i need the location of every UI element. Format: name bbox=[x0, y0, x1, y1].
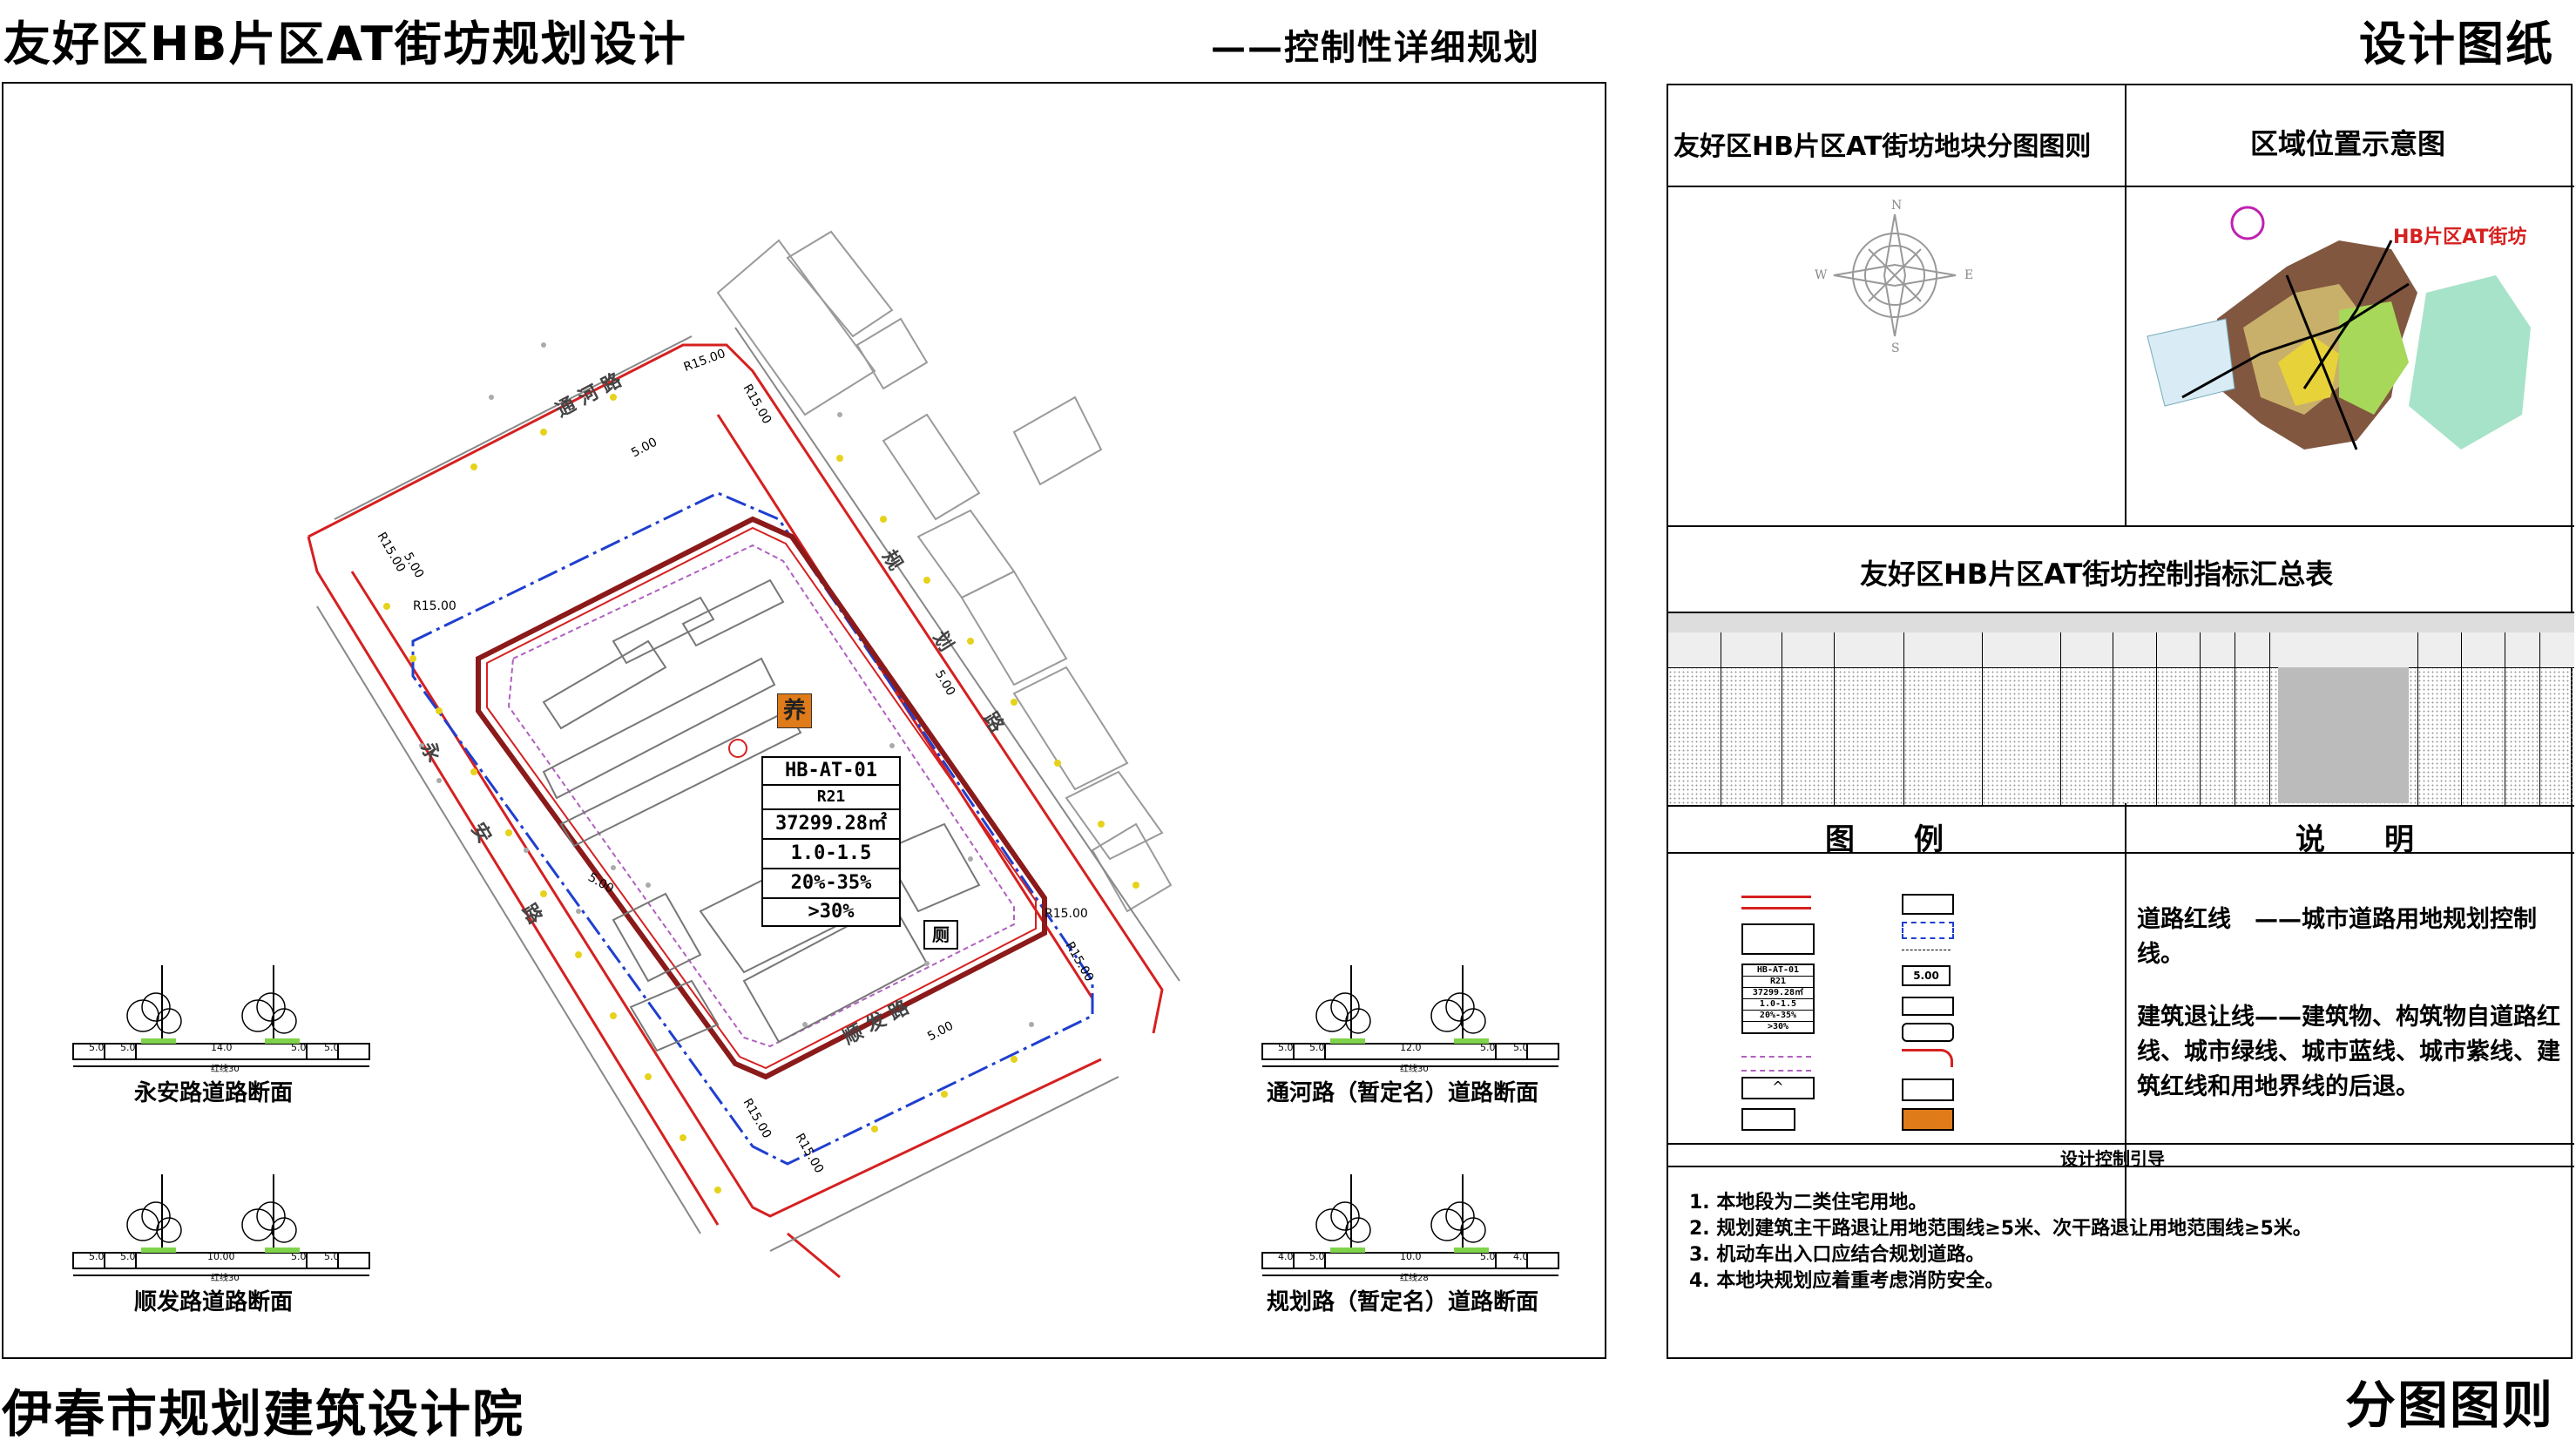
legend-toilet-icon bbox=[1741, 1108, 1795, 1131]
setback-line bbox=[411, 491, 1094, 1166]
section-dim: 5.0 bbox=[1480, 1042, 1496, 1053]
side-panel: 友好区HB片区AT街坊地块分图图则 区域位置示意图 N S E W HB片区AT… bbox=[1667, 84, 2574, 1359]
section-title: 顺发路道路断面 bbox=[134, 1289, 294, 1315]
section-dim: 4.0 bbox=[1278, 1251, 1294, 1262]
section-title: 永安路道路断面 bbox=[134, 1080, 294, 1106]
section-total: 红线28 bbox=[1400, 1274, 1429, 1283]
surrounding-buildings bbox=[716, 230, 1173, 913]
legend-entrance-icon: ^ bbox=[1741, 1077, 1815, 1099]
legend-setback-icon bbox=[1902, 922, 1954, 939]
parcel-green-ratio: >30% bbox=[808, 901, 855, 923]
compass-e: E bbox=[1964, 268, 1973, 282]
compass-icon: N S E W bbox=[1815, 199, 1973, 354]
legend-building-icon bbox=[1902, 894, 1954, 915]
section-dim: 5.0 bbox=[1513, 1042, 1529, 1053]
sheet-name: 分图图则 bbox=[2345, 1376, 2555, 1435]
site-plan bbox=[307, 230, 1180, 1279]
guide-item: 2. 规划建筑主干路退让用地范围线≥5米、次干路退让用地范围线≥5米。 bbox=[1689, 1218, 2312, 1240]
section-dim: 5.0 bbox=[89, 1251, 105, 1262]
section-total: 红线30 bbox=[211, 1274, 240, 1283]
explanation-setback: 建筑退让线——建筑物、构筑物自道路红线、城市绿线、城市蓝线、城市紫线、建筑红线和… bbox=[2137, 1004, 2560, 1100]
explain-title: 说 明 bbox=[2295, 822, 2414, 857]
legend-rounded-icon bbox=[1902, 1023, 1954, 1042]
section-shunfa-diagram bbox=[72, 1174, 370, 1276]
legend-parcel-landuse: R21 bbox=[1743, 977, 1813, 988]
legend-parcel-code: HB-AT-01 bbox=[1743, 965, 1813, 977]
parcel-landuse: R21 bbox=[763, 786, 899, 810]
legend-parcel-green: >30% bbox=[1767, 1022, 1789, 1031]
sheet-type: 设计图纸 bbox=[2359, 17, 2554, 71]
section-dim: 5.0 bbox=[120, 1042, 136, 1053]
drawing-subtitle: ——控制性详细规划 bbox=[1211, 28, 1540, 68]
section-planned-diagram bbox=[1261, 1174, 1559, 1276]
summary-table bbox=[1668, 612, 2574, 807]
section-title: 规划路（暂定名）道路断面 bbox=[1267, 1289, 1539, 1315]
section-dim: 5.0 bbox=[1309, 1251, 1325, 1262]
legend-elderly-icon bbox=[1902, 1108, 1954, 1131]
legend-parcel-density: 20%-35% bbox=[1743, 1011, 1813, 1022]
radius-label: R15.00 bbox=[1045, 907, 1088, 921]
section-dim: 5.0 bbox=[89, 1042, 105, 1053]
section-dim: 4.0 bbox=[1513, 1251, 1529, 1262]
drawing-title: 友好区HB片区AT街坊规划设计 bbox=[3, 17, 687, 71]
section-dim: 5.0 bbox=[120, 1251, 136, 1262]
section-dim: 5.0 bbox=[291, 1251, 307, 1262]
parcel-density: 20%-35% bbox=[763, 869, 899, 899]
section-dim: 5.0 bbox=[1309, 1042, 1325, 1053]
panel-title-left: 友好区HB片区AT街坊地块分图图则 bbox=[1673, 132, 2092, 162]
section-dim: 14.0 bbox=[211, 1042, 233, 1053]
legend-parcel-block: HB-AT-01 R21 37299.28㎡ 1.0-1.5 20%-35% >… bbox=[1741, 964, 1815, 1034]
compass-n: N bbox=[1891, 199, 1902, 213]
section-dim: 12.0 bbox=[1400, 1042, 1422, 1053]
section-dim: 5.0 bbox=[1278, 1042, 1294, 1053]
section-dim: 5.0 bbox=[324, 1042, 340, 1053]
section-dim: 10.0 bbox=[1400, 1251, 1422, 1262]
red-marker-icon bbox=[728, 739, 747, 758]
road-red-lines bbox=[307, 343, 1164, 1279]
location-label: HB片区AT街坊 bbox=[2393, 227, 2527, 248]
legend-parcel-far: 1.0-1.5 bbox=[1743, 999, 1813, 1011]
section-dim: 5.0 bbox=[324, 1251, 340, 1262]
legend-parcel-area: 37299.28㎡ bbox=[1743, 988, 1813, 999]
section-total: 红线30 bbox=[211, 1065, 240, 1074]
parcel-data-block: HB-AT-01 R21 37299.28㎡ 1.0-1.5 20%-35% >… bbox=[761, 756, 901, 927]
legend-road-section-icon bbox=[1741, 923, 1815, 955]
section-total: 红线30 bbox=[1400, 1065, 1429, 1074]
section-dim: 10.00 bbox=[207, 1251, 235, 1262]
section-dim: 5.0 bbox=[1480, 1251, 1496, 1262]
guide-item: 1. 本地段为二类住宅用地。 bbox=[1689, 1192, 1928, 1214]
summary-title: 友好区HB片区AT街坊控制指标汇总表 bbox=[1860, 558, 2334, 591]
legend-box-icon bbox=[1902, 997, 1954, 1016]
guide-item: 3. 机动车出入口应结合规划道路。 bbox=[1689, 1244, 1985, 1266]
compass-s: S bbox=[1891, 341, 1900, 354]
parcel-area: 37299.28㎡ bbox=[763, 810, 899, 840]
guide-list: 1. 本地段为二类住宅用地。 2. 规划建筑主干路退让用地范围线≥5米、次干路退… bbox=[1689, 1190, 2312, 1295]
legend-site-line bbox=[1741, 1056, 1811, 1072]
institute-name: 伊春市规划建筑设计院 bbox=[2, 1384, 525, 1444]
site-line bbox=[507, 544, 1015, 1048]
legend-setback-value: 5.00 bbox=[1902, 965, 1951, 986]
explanation-red-line: 道路红线 ——城市道路用地规划控制线。 bbox=[2137, 906, 2537, 968]
toilet-icon: 厕 bbox=[923, 920, 958, 950]
radius-label: R15.00 bbox=[413, 599, 456, 613]
main-map-frame: 通 河 路 永 安 路 规 划 路 顺 发 路 R15.00 R15.00 R1… bbox=[2, 82, 1606, 1359]
internal-buildings bbox=[542, 578, 981, 1052]
section-title: 通河路（暂定名）道路断面 bbox=[1267, 1080, 1539, 1106]
legend-marker-icon bbox=[1902, 1078, 1954, 1101]
elderly-facility-icon: 养 bbox=[777, 693, 812, 728]
compass-w: W bbox=[1815, 268, 1828, 282]
guide-item: 4. 本地块规划应着重考虑消防安全。 bbox=[1689, 1270, 2005, 1292]
panel-title-right: 区域位置示意图 bbox=[2250, 127, 2446, 160]
section-dim: 5.0 bbox=[291, 1042, 307, 1053]
guide-title: 设计控制引导 bbox=[2060, 1148, 2165, 1169]
parcel-far: 1.0-1.5 bbox=[763, 840, 899, 869]
legend-red-line bbox=[1741, 896, 1811, 909]
section-tonghe-diagram bbox=[1261, 965, 1559, 1067]
section-yongan-diagram bbox=[72, 965, 370, 1067]
location-map bbox=[2147, 206, 2531, 450]
legend-centerline-icon bbox=[1902, 950, 1951, 951]
parcel-code: HB-AT-01 bbox=[763, 758, 899, 786]
legend-title: 图 例 bbox=[1825, 822, 1944, 857]
legend-radius-icon bbox=[1902, 1049, 1953, 1067]
